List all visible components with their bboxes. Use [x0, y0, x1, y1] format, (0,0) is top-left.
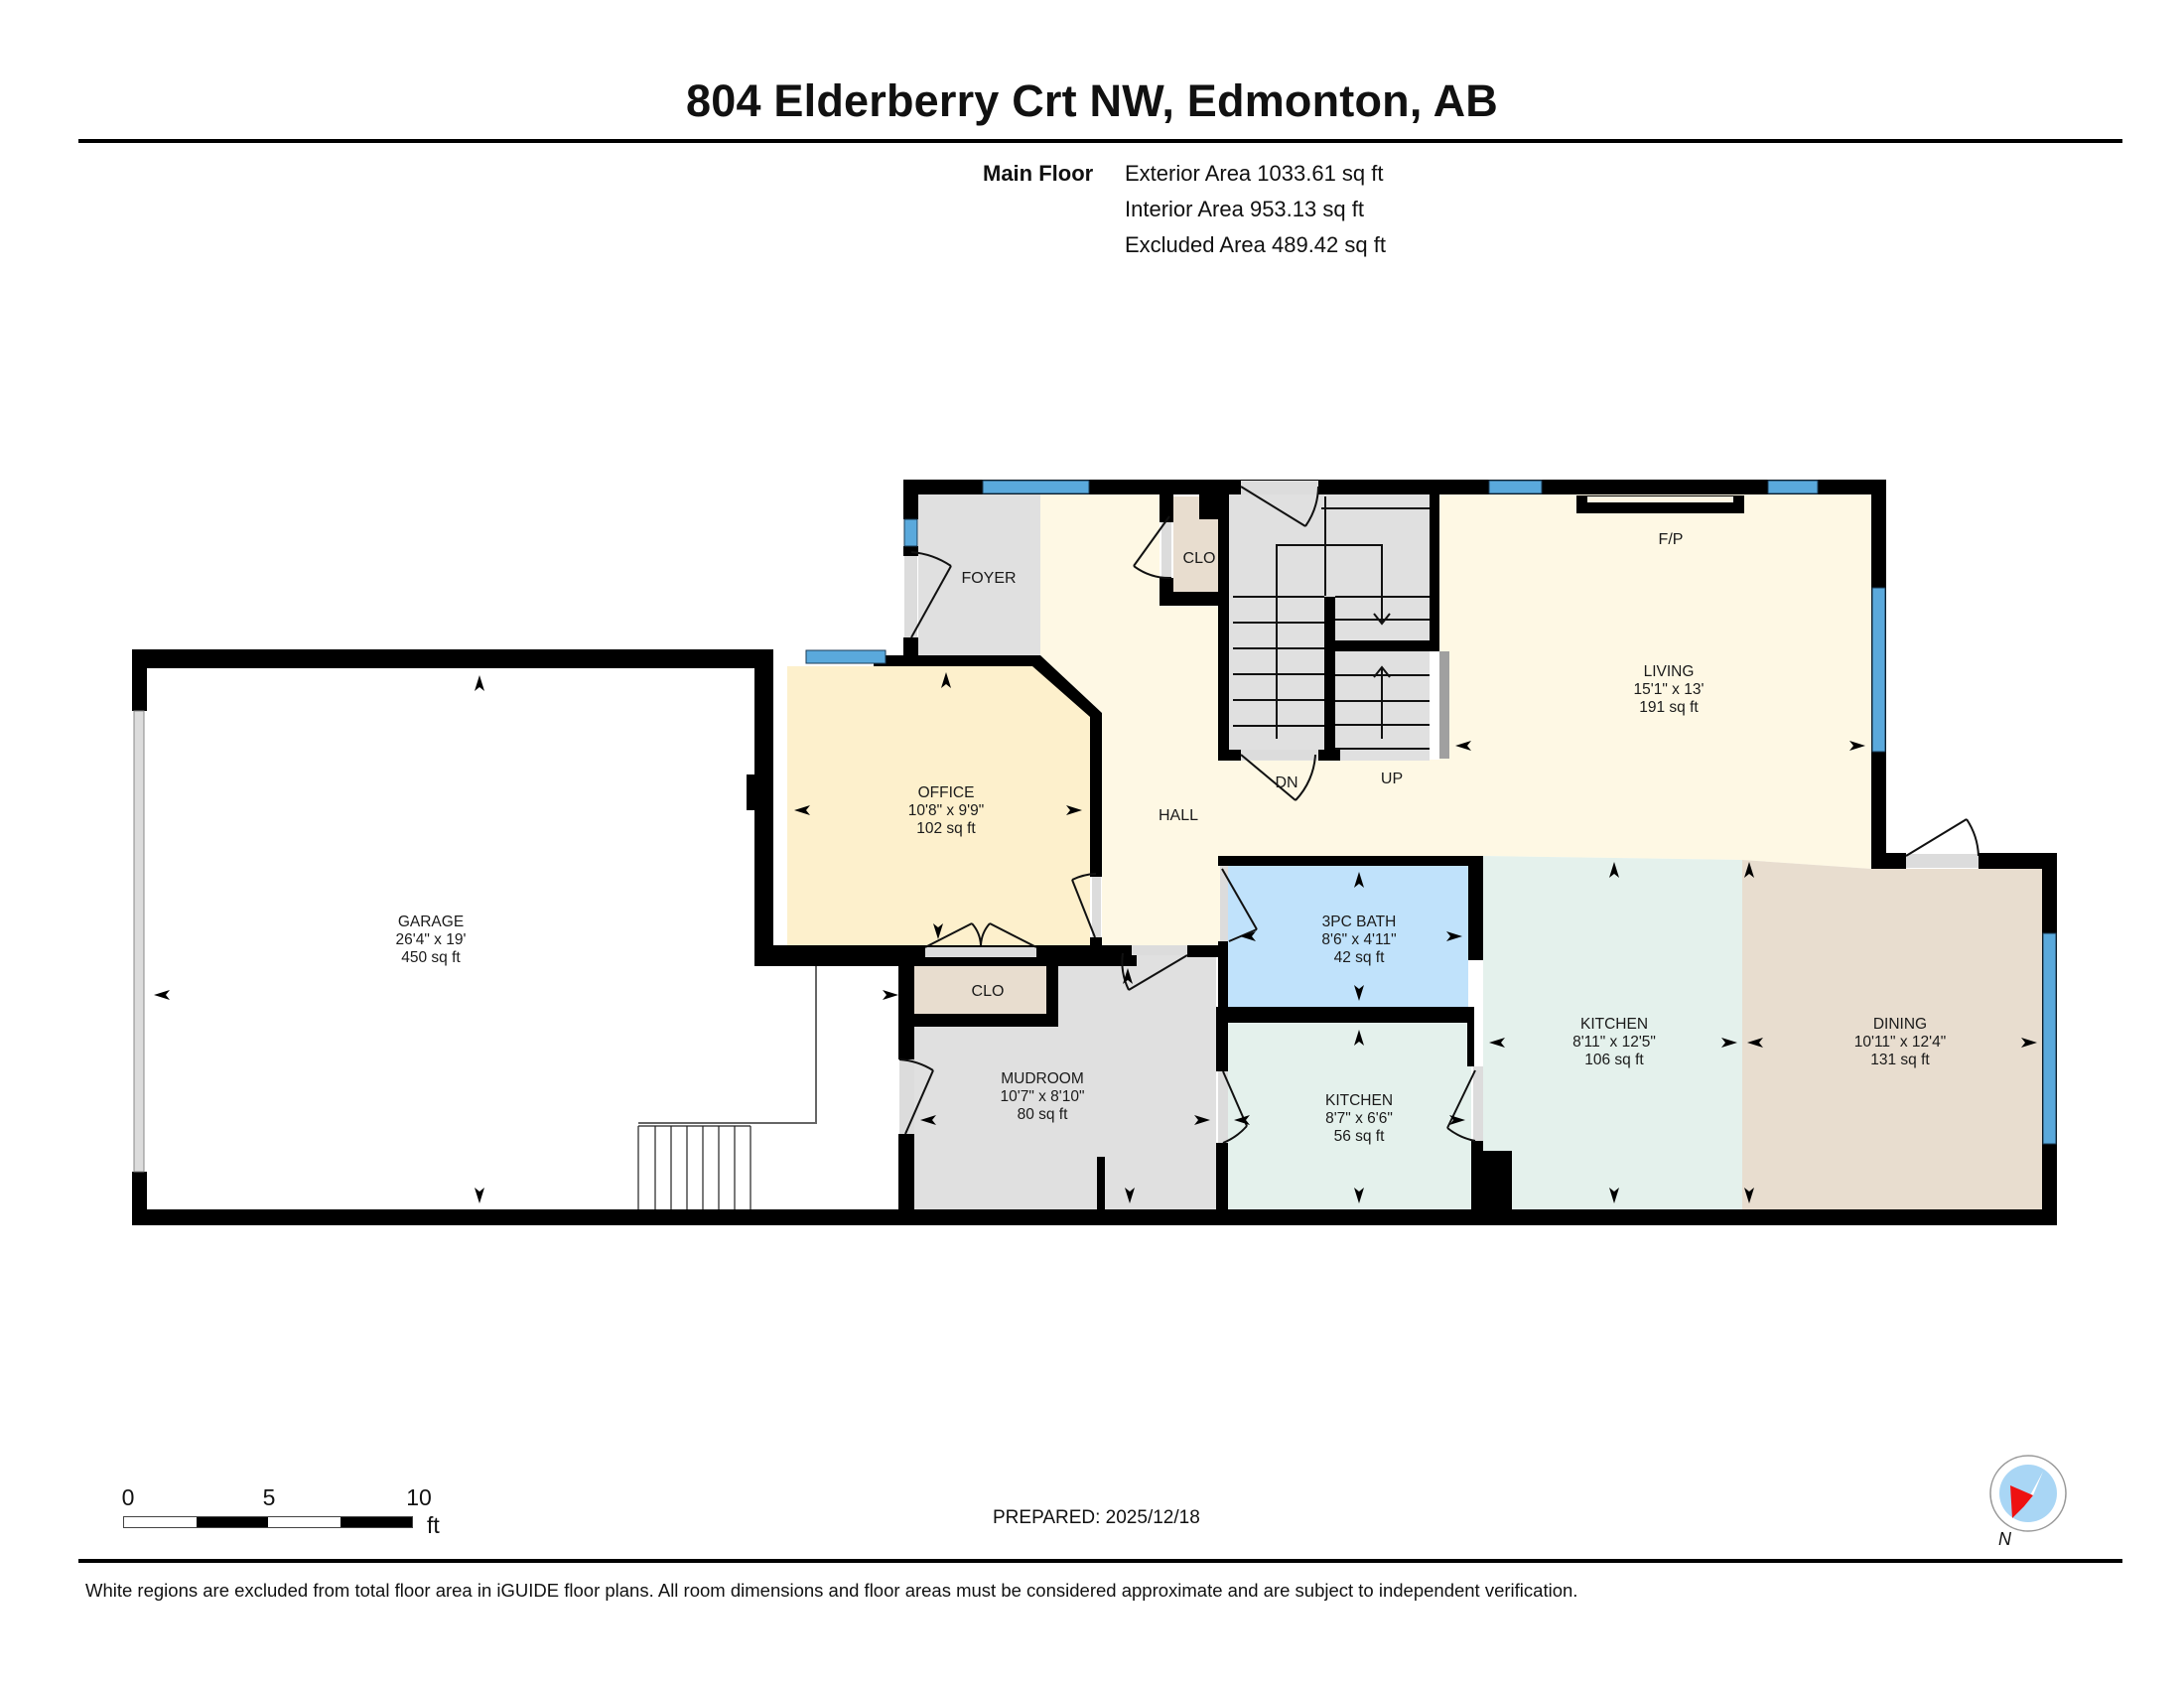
scale-unit: ft	[427, 1512, 440, 1538]
stair-rail	[1439, 651, 1449, 759]
property-address-title: 804 Elderberry Crt NW, Edmonton, AB	[686, 75, 1498, 126]
room-3pc-bath: 3PC BATH 8'6" x 4'11" 42 sq ft	[1321, 914, 1396, 967]
hall-floor	[1040, 494, 1871, 945]
exterior-area: Exterior Area 1033.61 sq ft	[1125, 161, 1384, 186]
fireplace	[1576, 495, 1744, 513]
room-dimensions: 8'11" x 12'5"	[1572, 1034, 1656, 1051]
room-living: LIVING 15'1" x 13' 191 sq ft	[1634, 663, 1705, 717]
label-foyer: FOYER	[961, 570, 1017, 587]
windows	[805, 480, 2057, 1145]
room-name: OFFICE	[917, 784, 975, 801]
dimension-markers	[154, 500, 2037, 1203]
room-dimensions: 26'4" x 19'	[395, 931, 467, 948]
room-dimensions: 10'11" x 12'4"	[1853, 1034, 1947, 1051]
scale-tick-5: 5	[262, 1484, 276, 1510]
office-floor	[787, 666, 1090, 945]
room-area: 56 sq ft	[1333, 1128, 1385, 1145]
window-living-top-1	[1488, 480, 1543, 494]
room-area: 450 sq ft	[401, 949, 461, 966]
room-area: 42 sq ft	[1333, 949, 1385, 966]
room-area: 102 sq ft	[916, 820, 976, 837]
compass-north-label: N	[1998, 1529, 2011, 1549]
room-office: OFFICE 10'8" x 9'9" 102 sq ft	[908, 784, 984, 838]
room-area: 80 sq ft	[1017, 1106, 1068, 1123]
garage-steps	[637, 966, 817, 1209]
excluded-area: Excluded Area 489.42 sq ft	[1125, 232, 1386, 257]
room-kitchen-main: KITCHEN 8'11" x 12'5" 106 sq ft	[1572, 1016, 1656, 1069]
label-closet-upper: CLO	[1182, 550, 1216, 567]
window-dining-east	[2042, 932, 2057, 1145]
room-mudroom: MUDROOM 10'7" x 8'10" 80 sq ft	[1000, 1070, 1084, 1124]
window-office-top	[805, 649, 887, 664]
room-kitchen-small: KITCHEN 8'7" x 6'6" 56 sq ft	[1325, 1092, 1393, 1146]
staircase	[1233, 496, 1430, 750]
label-closet-lower: CLO	[971, 983, 1005, 1000]
room-name: GARAGE	[397, 914, 465, 930]
room-area: 106 sq ft	[1584, 1052, 1644, 1068]
scale-bar-graphic	[123, 1516, 413, 1528]
room-name: LIVING	[1643, 663, 1695, 680]
header-divider	[78, 139, 2122, 143]
compass-icon	[1989, 1455, 2067, 1532]
kitchen-small-floor	[1228, 1023, 1471, 1209]
window-living-top-2	[1767, 480, 1819, 494]
garage-door	[133, 710, 145, 1173]
interior-area: Interior Area 953.13 sq ft	[1125, 197, 1364, 221]
room-dimensions: 10'7" x 8'10"	[1000, 1088, 1085, 1105]
room-dimensions: 10'8" x 9'9"	[907, 802, 985, 819]
window-foyer-top	[982, 480, 1090, 494]
footer-divider	[78, 1559, 2122, 1563]
scale-tick-10: 10	[406, 1484, 432, 1510]
kitchen-main-floor	[1483, 856, 1742, 1209]
mudroom-floor	[914, 955, 1216, 1209]
window-foyer-side	[903, 518, 918, 547]
room-area: 131 sq ft	[1870, 1052, 1930, 1068]
room-area: 191 sq ft	[1639, 699, 1699, 716]
bath-floor	[1228, 866, 1468, 1007]
room-name: KITCHEN	[1579, 1016, 1649, 1033]
room-name: KITCHEN	[1324, 1092, 1394, 1109]
foyer-floor	[918, 494, 1040, 655]
scale-tick-0: 0	[121, 1484, 135, 1510]
label-hall: HALL	[1158, 807, 1199, 824]
prepared-date: PREPARED: 2025/12/18	[993, 1507, 1200, 1528]
window-living-east	[1871, 587, 1886, 753]
room-name: 3PC BATH	[1321, 914, 1397, 930]
room-dining: DINING 10'11" x 12'4" 131 sq ft	[1854, 1016, 1946, 1069]
dining-floor	[1742, 860, 2042, 1209]
disclaimer: White regions are excluded from total fl…	[85, 1580, 1578, 1601]
room-garage: GARAGE 26'4" x 19' 450 sq ft	[396, 914, 467, 967]
floor-label: Main Floor	[983, 161, 1094, 186]
label-stairs-up: UP	[1380, 771, 1404, 787]
room-name: MUDROOM	[1001, 1070, 1084, 1087]
room-name: DINING	[1872, 1016, 1928, 1033]
room-dimensions: 8'7" x 6'6"	[1325, 1110, 1393, 1127]
doors	[898, 481, 1979, 1144]
scale-bar: 0 5 10 ft	[121, 1484, 441, 1544]
label-stairs-down: DN	[1275, 774, 1298, 791]
compass: N	[1988, 1452, 2068, 1551]
room-dimensions: 8'6" x 4'11"	[1321, 931, 1397, 948]
walls	[132, 480, 2057, 1225]
label-fireplace: F/P	[1658, 531, 1684, 548]
garage-floor	[147, 668, 898, 1209]
room-dimensions: 15'1" x 13'	[1633, 681, 1705, 698]
